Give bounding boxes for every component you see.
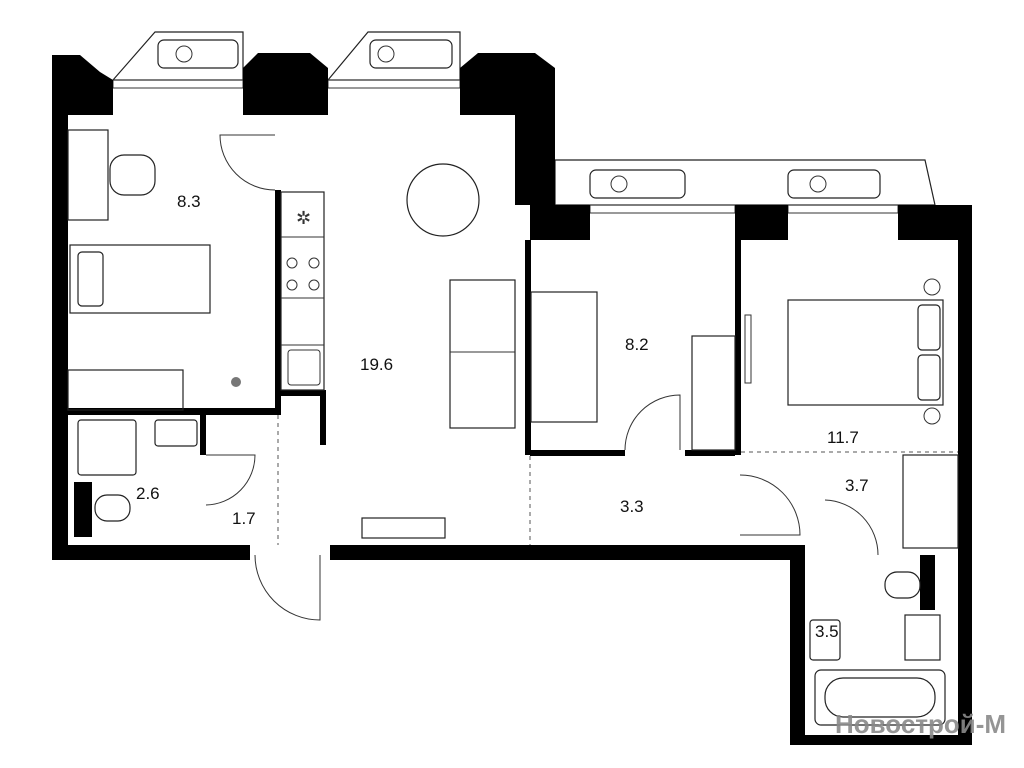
- area-label: 8.2: [625, 335, 649, 354]
- double-bed: [787, 299, 944, 406]
- fan-icon: [175, 45, 193, 63]
- fan-icon: [610, 175, 628, 193]
- doors: [205, 134, 958, 621]
- sink: [287, 349, 321, 386]
- area-label: 8.3: [177, 192, 201, 211]
- area-label: 3.5: [815, 622, 839, 641]
- area-label: 3.3: [620, 497, 644, 516]
- stove-burner-icon: [286, 257, 298, 269]
- area-label: 19.6: [360, 355, 393, 374]
- area-label: 11.7: [827, 428, 859, 447]
- dining-table: [406, 163, 480, 237]
- toilet: [94, 494, 131, 522]
- chair: [109, 154, 156, 196]
- bed-single: [69, 244, 211, 314]
- sofa: [449, 279, 516, 429]
- balcony-middle: [326, 31, 461, 89]
- sofa-small: [67, 369, 184, 411]
- tv-stand: [361, 517, 446, 539]
- balcony-left: [111, 31, 244, 89]
- area-label: 3.7: [845, 476, 869, 495]
- walls: [52, 53, 972, 745]
- stove-burner-icon: [286, 279, 298, 291]
- area-labels: 8.3 19.6 8.2 11.7 2.6 1.7 3.3 3.7 3.5: [136, 192, 869, 641]
- kids-bed: [530, 291, 598, 423]
- snowflake-icon: ✲: [296, 208, 311, 228]
- fan-icon: [377, 45, 395, 63]
- washbasin: [154, 419, 198, 447]
- kitchen-counter: [280, 191, 325, 391]
- stove-burner-icon: [308, 257, 320, 269]
- area-label: 1.7: [232, 509, 256, 528]
- toy-icon: [231, 377, 241, 387]
- boiler: [904, 614, 941, 661]
- desk: [67, 129, 109, 221]
- shower: [77, 419, 137, 476]
- watermark: Новострой-М: [835, 709, 1006, 739]
- washbasin-2: [809, 619, 841, 661]
- toilet-2: [884, 571, 921, 599]
- wardrobe-hall: [902, 454, 959, 549]
- area-label: 2.6: [136, 484, 160, 503]
- stove-burner-icon: [308, 279, 320, 291]
- pillow: [77, 251, 104, 307]
- furniture: ✲: [67, 129, 959, 726]
- fan-icon: [809, 175, 827, 193]
- bathtub: [814, 669, 946, 726]
- wardrobe: [691, 335, 736, 451]
